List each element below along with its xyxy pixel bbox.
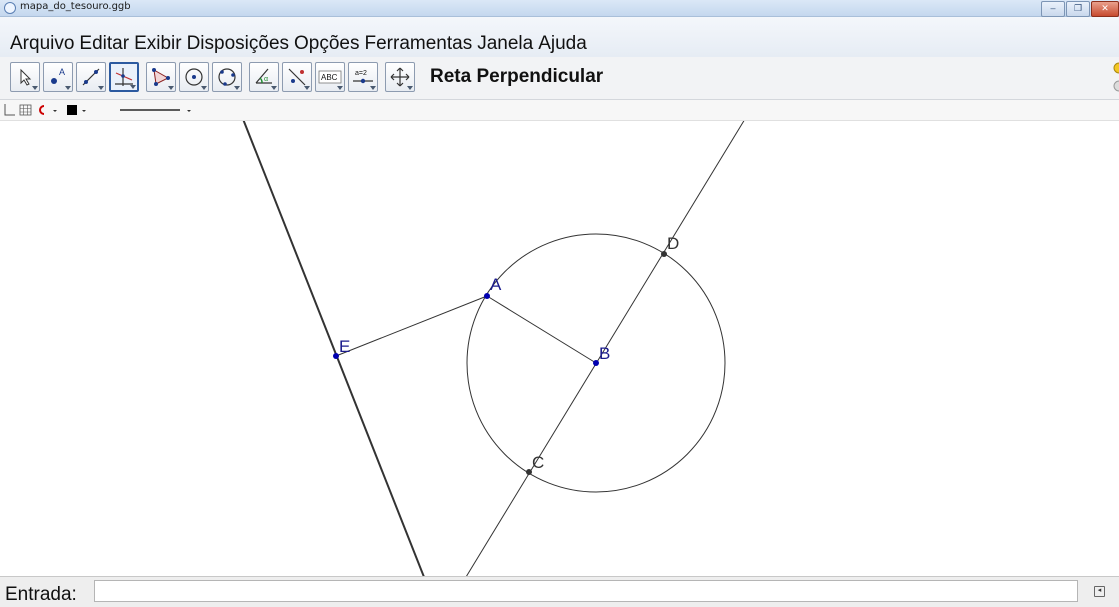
axes-icon xyxy=(4,104,15,116)
polygon-tool-button[interactable] xyxy=(146,62,176,92)
grid-toggle[interactable] xyxy=(19,104,32,116)
menu-ferramentas[interactable]: Ferramentas xyxy=(364,33,473,54)
window-title-bar: mapa_do_tesouro.ggb – ❐ ✕ xyxy=(0,0,1119,17)
angle-icon: α xyxy=(255,68,272,84)
submenu-arrow-icon xyxy=(98,86,104,90)
point-a-label: A xyxy=(490,275,502,294)
segment-e-a[interactable] xyxy=(335,295,488,357)
move-view-arrows-icon xyxy=(390,67,410,87)
line-through-c-d[interactable] xyxy=(466,121,745,576)
point-e[interactable] xyxy=(333,353,339,359)
submenu-arrow-icon xyxy=(370,86,376,90)
submenu-arrow-icon xyxy=(201,86,207,90)
chevron-down-icon xyxy=(187,110,191,112)
line-through-e[interactable] xyxy=(242,121,425,576)
menu-disposicoes[interactable]: Disposições xyxy=(186,33,290,54)
restore-button[interactable]: ❐ xyxy=(1066,1,1090,17)
reflect-about-line-icon xyxy=(288,68,306,86)
svg-text:a=2: a=2 xyxy=(355,70,367,77)
submenu-arrow-icon xyxy=(407,86,413,90)
menu-bar: Arquivo Editar Exibir Disposições Opções… xyxy=(0,32,592,56)
submenu-arrow-icon xyxy=(234,86,240,90)
menu-ajuda[interactable]: Ajuda xyxy=(538,33,587,54)
segment-a-b[interactable] xyxy=(486,295,597,364)
point-c[interactable] xyxy=(526,469,532,475)
axes-toggle[interactable] xyxy=(4,104,15,116)
move-tool-button[interactable] xyxy=(10,62,40,92)
construction-canvas[interactable]: A B E C D xyxy=(0,121,1119,576)
line-tool-button[interactable] xyxy=(76,62,106,92)
input-bar-label: Entrada: xyxy=(5,584,77,605)
circle-three-points-tool-button[interactable] xyxy=(212,62,242,92)
window-controls: – ❐ ✕ xyxy=(1041,1,1119,17)
toolbar: A α ABC a=2 Reta Perpend xyxy=(10,60,603,94)
point-c-label: C xyxy=(532,453,544,472)
menu-arquivo[interactable]: Arquivo xyxy=(10,33,75,54)
submenu-arrow-icon xyxy=(271,86,277,90)
window-title: mapa_do_tesouro.ggb xyxy=(20,1,131,12)
geogebra-app-icon xyxy=(4,2,16,14)
line-style-dropdown[interactable] xyxy=(120,109,191,112)
point-b[interactable] xyxy=(593,360,599,366)
submenu-arrow-icon xyxy=(130,85,136,89)
point-e-label: E xyxy=(339,337,350,356)
circle-three-points-icon xyxy=(218,68,236,86)
submenu-arrow-icon xyxy=(168,86,174,90)
svg-text:α: α xyxy=(264,76,268,83)
point-capture-dropdown[interactable] xyxy=(39,105,57,115)
menu-janela[interactable]: Janela xyxy=(477,33,534,54)
slider-icon: a=2 xyxy=(353,70,373,84)
angle-tool-button[interactable]: α xyxy=(249,62,279,92)
chevron-down-icon xyxy=(82,110,86,112)
circle-center-b[interactable] xyxy=(466,233,726,493)
polygon-icon xyxy=(152,68,170,86)
submenu-arrow-icon xyxy=(304,86,310,90)
line-through-points-icon xyxy=(82,68,100,86)
menu-bar-background xyxy=(0,17,1119,57)
close-button[interactable]: ✕ xyxy=(1091,1,1119,17)
point-a[interactable] xyxy=(484,293,490,299)
grid-icon xyxy=(19,104,32,116)
menu-exibir[interactable]: Exibir xyxy=(134,33,182,54)
point-d[interactable] xyxy=(661,251,667,257)
point-b-label: B xyxy=(599,344,610,363)
point-icon: A xyxy=(51,67,65,84)
submenu-arrow-icon xyxy=(32,86,38,90)
circle-center-icon xyxy=(185,68,203,86)
submenu-arrow-icon xyxy=(337,86,343,90)
undo-redo-edge[interactable] xyxy=(1111,60,1119,94)
minimize-button[interactable]: – xyxy=(1041,1,1065,17)
input-help-icon[interactable]: ◂ xyxy=(1094,586,1105,597)
reflect-tool-button[interactable] xyxy=(282,62,312,92)
svg-text:ABC: ABC xyxy=(321,73,338,82)
command-input[interactable] xyxy=(94,580,1078,602)
perpendicular-line-icon xyxy=(115,68,133,86)
current-tool-name: Reta Perpendicular xyxy=(430,66,604,87)
submenu-arrow-icon xyxy=(65,86,71,90)
point-tool-button[interactable]: A xyxy=(43,62,73,92)
magnet-icon xyxy=(39,105,45,115)
text-tool-button[interactable]: ABC xyxy=(315,62,345,92)
menu-opcoes[interactable]: Opções xyxy=(294,33,360,54)
point-d-label: D xyxy=(667,234,679,253)
svg-text:A: A xyxy=(59,67,65,77)
style-bar xyxy=(0,100,1119,121)
style-bar-controls xyxy=(4,104,191,116)
undo-redo-icon xyxy=(1113,62,1119,92)
circle-center-point-tool-button[interactable] xyxy=(179,62,209,92)
color-dropdown[interactable] xyxy=(67,105,86,115)
menu-editar[interactable]: Editar xyxy=(79,33,130,54)
graphics-view[interactable]: A B E C D xyxy=(0,121,1119,576)
input-bar: Entrada: ◂ xyxy=(0,576,1119,607)
perpendicular-line-tool-button[interactable] xyxy=(109,62,139,92)
move-graphics-view-tool-button[interactable] xyxy=(385,62,415,92)
text-icon: ABC xyxy=(318,70,342,84)
cursor-arrow-icon xyxy=(20,68,32,86)
chevron-down-icon xyxy=(53,110,57,112)
color-swatch xyxy=(67,105,77,115)
slider-tool-button[interactable]: a=2 xyxy=(348,62,378,92)
